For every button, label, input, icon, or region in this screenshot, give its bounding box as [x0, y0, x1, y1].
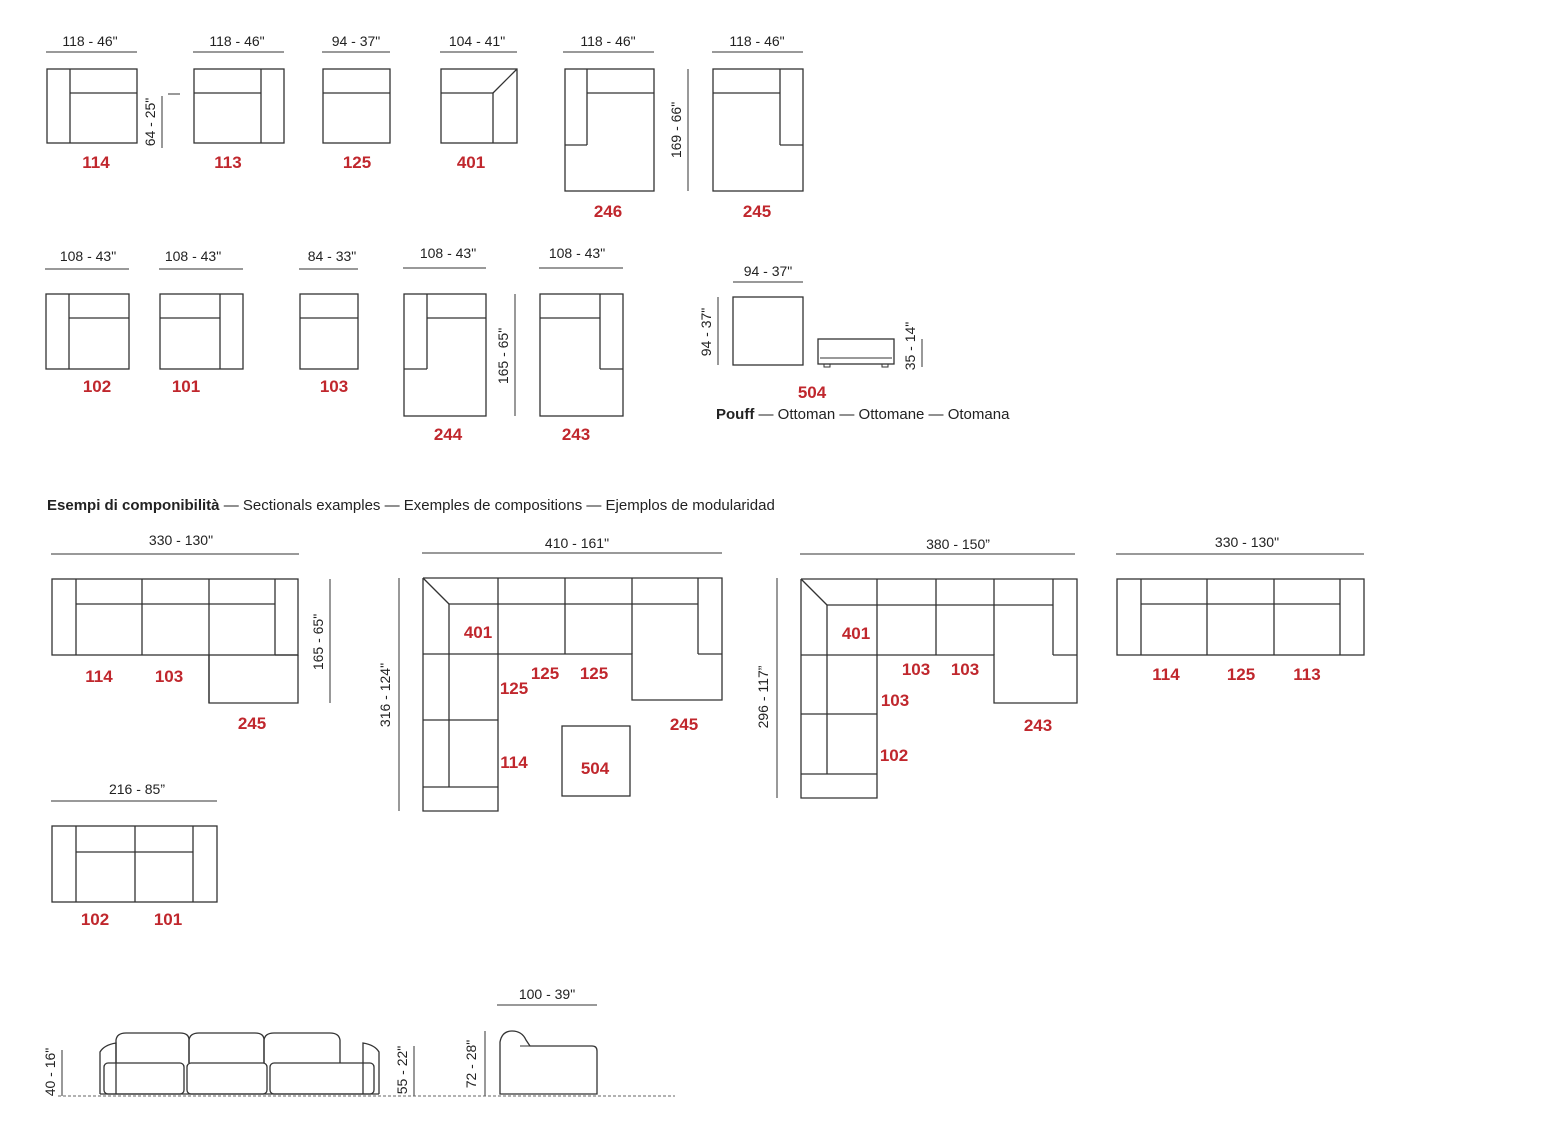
width-label: 108 - 43": [420, 245, 476, 261]
module-code: 245: [743, 202, 771, 221]
ottoman-height: 35 - 14": [902, 322, 918, 371]
width-label: 118 - 46": [62, 33, 117, 49]
example-code: 103: [881, 691, 909, 710]
example-depth: 296 - 117”: [755, 665, 771, 728]
example-code: 102: [880, 746, 908, 765]
width-label: 108 - 43": [60, 248, 116, 264]
side-depth-label: 100 - 39": [519, 986, 575, 1002]
example-code: 103: [155, 667, 183, 686]
width-label: 94 - 37": [332, 33, 381, 49]
chaise-depth-dimension: 169 - 66": [668, 69, 689, 191]
ottoman-504: 94 - 37" 94 - 37" 35 - 14" 504 Pouff — O…: [698, 263, 1010, 423]
module-243: 108 - 43" 243: [539, 245, 624, 444]
module-code: 113: [214, 153, 241, 172]
ottoman-depth: 94 - 37": [698, 308, 714, 357]
example-code: 114: [500, 753, 528, 772]
width-label: 84 - 33": [308, 248, 357, 264]
example-code: 504: [581, 759, 610, 778]
ottoman-caption: Pouff — Ottoman — Ottomane — Otomana: [716, 406, 1010, 423]
module-114: 118 - 46" 114: [46, 33, 138, 172]
example-width: 330 - 130": [149, 532, 213, 548]
module-103: 84 - 33" 103: [299, 248, 359, 396]
depth-label: 169 - 66": [668, 102, 684, 158]
seat-height-label: 40 - 16": [42, 1048, 58, 1097]
module-246: 118 - 46" 246: [563, 33, 655, 221]
example-code: 103: [951, 660, 979, 679]
example-code: 245: [670, 715, 698, 734]
examples-heading-bold: Esempi di componibilità: [47, 497, 220, 514]
width-label: 104 - 41": [449, 33, 505, 49]
example-depth: 316 - 124": [377, 663, 393, 727]
example-1: 330 - 130" 165 - 65" 114 103 245: [51, 532, 331, 733]
example-code: 125: [500, 679, 528, 698]
width-label: 118 - 46": [580, 33, 635, 49]
module-code: 103: [320, 377, 348, 396]
ottoman-caption-bold: Pouff: [716, 406, 755, 423]
module-102: 108 - 43" 102: [45, 248, 130, 396]
ottoman-code: 504: [798, 383, 827, 402]
module-code: 101: [172, 377, 200, 396]
example-code: 113: [1293, 665, 1320, 684]
examples-heading-rest: — Sectionals examples — Exemples de comp…: [220, 497, 775, 514]
example-4: 330 - 130" 114 125 113: [1116, 534, 1365, 684]
width-label: 108 - 43": [549, 245, 605, 261]
examples-heading: Esempi di componibilità — Sectionals exa…: [47, 497, 775, 514]
module-code: 125: [343, 153, 371, 172]
example-2: 410 - 161" 316 - 124" 401 125 125 125 11…: [377, 535, 723, 812]
example-code: 243: [1024, 716, 1052, 735]
example-code: 114: [85, 667, 113, 686]
ottoman-caption-rest: — Ottoman — Ottomane — Otomana: [754, 406, 1010, 423]
arm-height-label: 55 - 22": [394, 1046, 410, 1095]
module-125: 94 - 37" 125: [322, 33, 391, 172]
example-code: 401: [842, 624, 870, 643]
back-height-label: 72 - 28": [463, 1040, 479, 1089]
chaise-depth-dimension-2: 165 - 65": [495, 294, 516, 416]
module-code: 102: [83, 377, 111, 396]
example-code: 125: [531, 664, 559, 683]
example-depth: 165 - 65": [310, 614, 326, 670]
example-width: 410 - 161": [545, 535, 609, 551]
module-code: 401: [457, 153, 485, 172]
example-width: 216 - 85”: [109, 781, 165, 797]
module-245: 118 - 46" 245: [712, 33, 804, 221]
module-code: 243: [562, 425, 590, 444]
module-244: 108 - 43" 244: [403, 245, 487, 444]
module-code: 114: [82, 153, 110, 172]
width-label: 118 - 46": [729, 33, 784, 49]
module-401: 104 - 41" 401: [440, 33, 518, 172]
example-code: 125: [1227, 665, 1255, 684]
example-width: 330 - 130": [1215, 534, 1279, 550]
example-width: 380 - 150”: [926, 536, 990, 552]
example-code: 102: [81, 910, 109, 929]
example-code: 114: [1152, 665, 1180, 684]
side-elevation: 100 - 39" 72 - 28": [463, 986, 598, 1096]
seat-depth-dimension: 64 - 25": [142, 93, 180, 148]
module-101: 108 - 43" 101: [159, 248, 244, 396]
example-3: 380 - 150” 296 - 117” 401 103 103 103 10…: [755, 536, 1078, 799]
depth-label: 64 - 25": [142, 98, 158, 147]
example-5: 216 - 85” 102 101: [51, 781, 218, 929]
module-code: 246: [594, 202, 622, 221]
example-code: 245: [238, 714, 266, 733]
ottoman-width: 94 - 37": [744, 263, 793, 279]
width-label: 118 - 46": [209, 33, 264, 49]
front-elevation: 40 - 16" 55 - 22": [42, 1032, 415, 1097]
depth-label: 165 - 65": [495, 328, 511, 384]
module-code: 244: [434, 425, 463, 444]
example-code: 101: [154, 910, 182, 929]
example-code: 103: [902, 660, 930, 679]
example-code: 125: [580, 664, 608, 683]
width-label: 108 - 43": [165, 248, 221, 264]
example-code: 401: [464, 623, 492, 642]
module-113: 118 - 46" 113: [193, 33, 285, 172]
